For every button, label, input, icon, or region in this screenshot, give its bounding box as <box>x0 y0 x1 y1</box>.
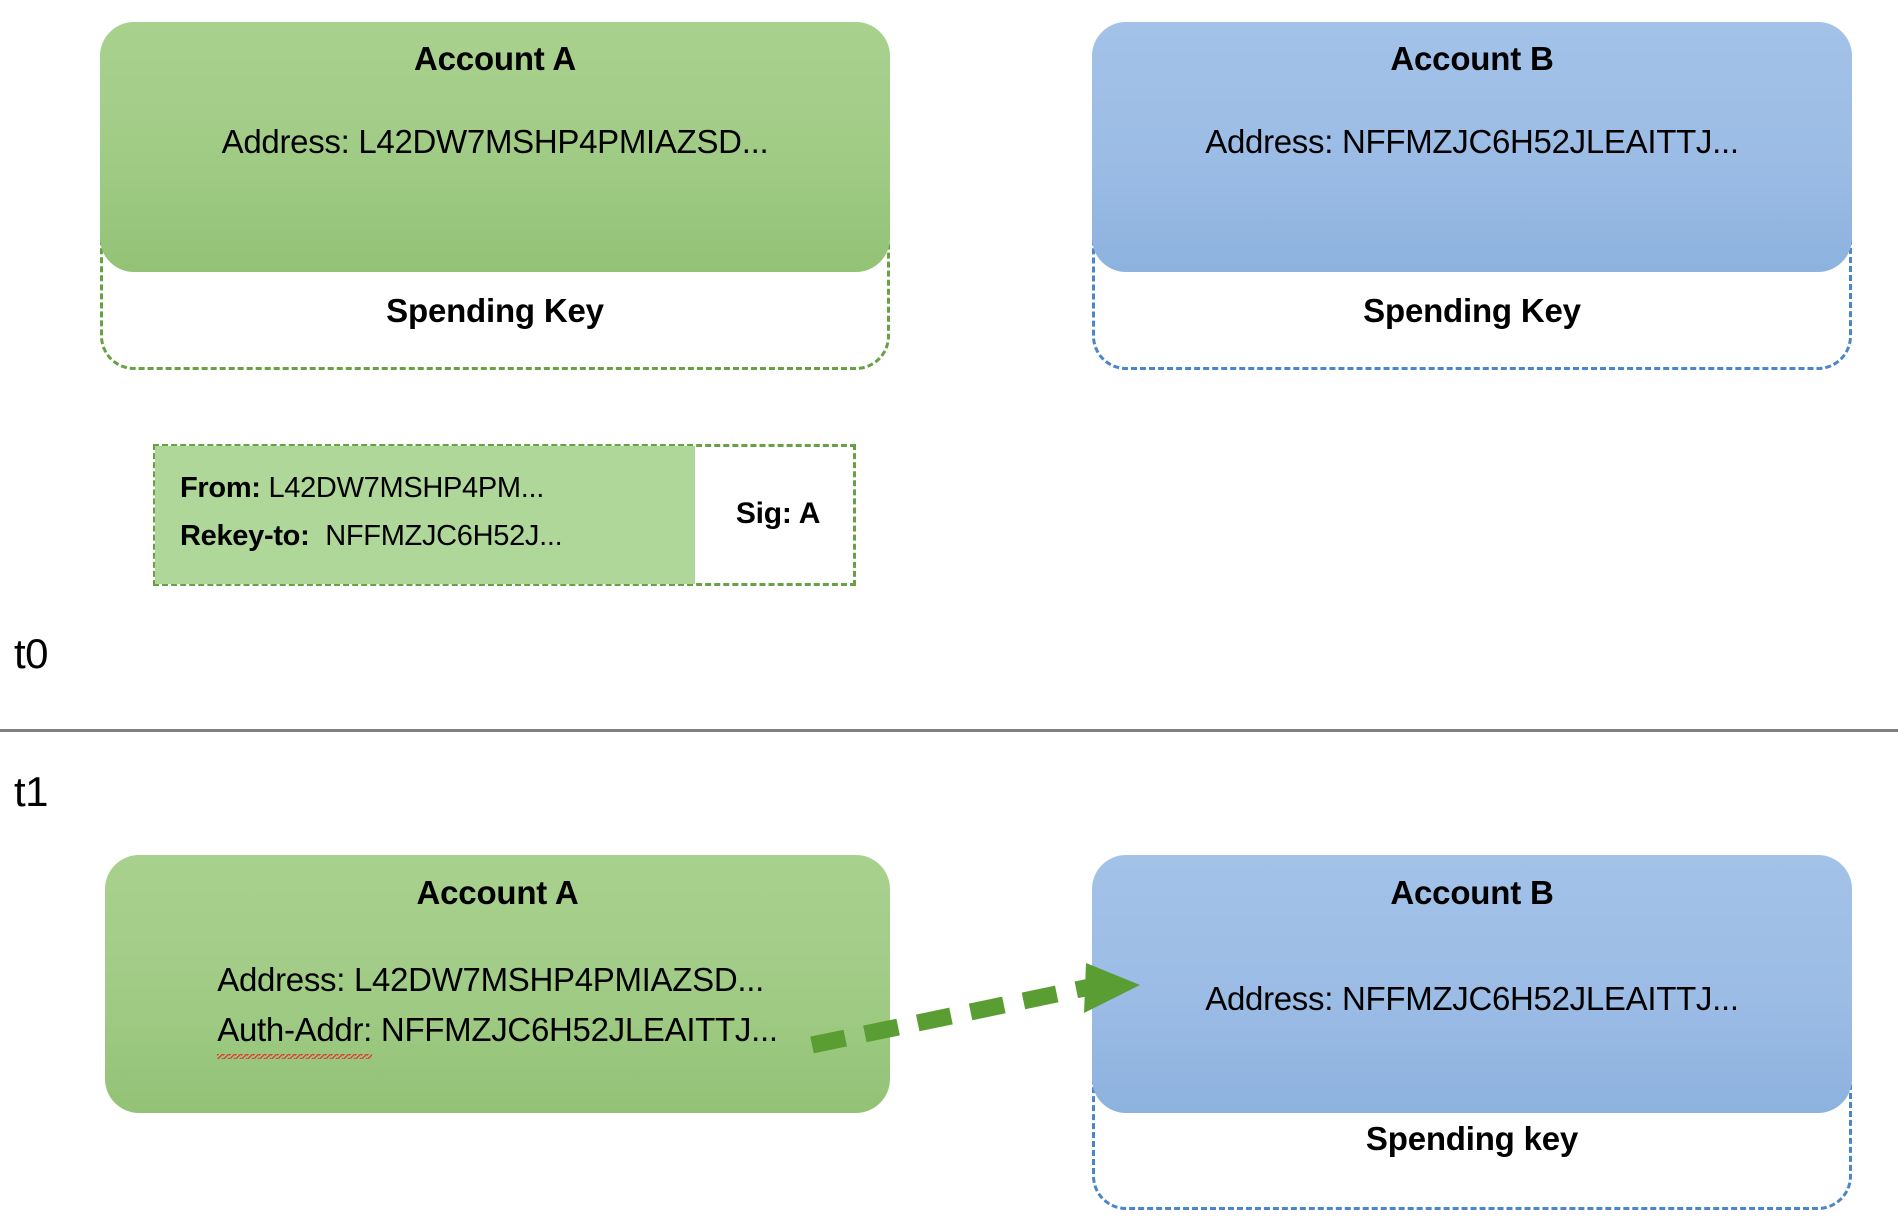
account-a-card-t1 <box>105 855 890 1113</box>
account-b-title-t1: Account B <box>1390 874 1554 911</box>
txn-rekey-value: NFFMZJC6H52J... <box>325 520 563 552</box>
txn-rekey-row: Rekey-to: NFFMZJC6H52J... <box>180 520 563 553</box>
account-a-address-t0: Address: L42DW7MSHP4PMIAZSD... <box>221 123 769 160</box>
txn-from-row: From: L42DW7MSHP4PM... <box>180 472 544 505</box>
account-a-details-t1: Address: L42DW7MSHP4PMIAZSD... Auth-Addr… <box>105 955 890 1059</box>
account-a-authaddr-row-t1: Auth-Addr: NFFMZJC6H52JLEAITTJ... <box>217 1005 778 1059</box>
account-a-authaddr-label-t1: Auth-Addr: <box>217 1005 372 1059</box>
timeline-divider <box>0 729 1898 732</box>
timeline-label-t0: t0 <box>14 630 49 677</box>
account-a-authaddr-value-t1: NFFMZJC6H52JLEAITTJ... <box>380 1011 778 1048</box>
account-b-spending-key-label-t0: Spending Key <box>1363 292 1581 329</box>
account-a-address-row-t1: Address: L42DW7MSHP4PMIAZSD... <box>217 955 777 1005</box>
account-b-spending-key-label-t1: Spending key <box>1365 1120 1579 1157</box>
account-b-title-t0: Account B <box>1390 40 1554 77</box>
account-a-spending-key-label-t0: Spending Key <box>386 292 604 329</box>
rekey-transaction-payload <box>155 446 695 584</box>
account-a-address-label-t1: Address: <box>217 961 346 998</box>
account-b-card-t1 <box>1092 855 1852 1113</box>
account-a-title-t1: Account A <box>416 874 579 911</box>
account-a-address-value-t1: L42DW7MSHP4PMIAZSD... <box>354 961 764 998</box>
account-a-card-t0 <box>100 22 890 272</box>
txn-signature-label: Sig: A <box>735 497 821 530</box>
account-a-title-t0: Account A <box>414 40 576 77</box>
account-b-address-t1: Address: NFFMZJC6H52JLEAITTJ... <box>1205 980 1739 1017</box>
txn-from-label: From: <box>180 472 261 504</box>
account-b-address-t0: Address: NFFMZJC6H52JLEAITTJ... <box>1205 123 1739 160</box>
account-b-card-t0 <box>1092 22 1852 272</box>
txn-from-value: L42DW7MSHP4PM... <box>268 472 545 504</box>
timeline-label-t1: t1 <box>14 768 49 815</box>
txn-rekey-label: Rekey-to: <box>180 520 310 552</box>
